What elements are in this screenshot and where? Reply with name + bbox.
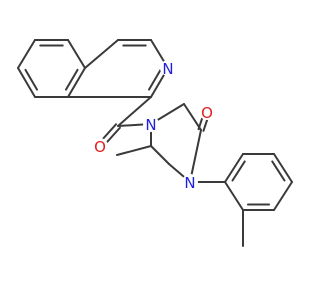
- double-bond-outer: [224, 153, 244, 183]
- single-bond: [183, 103, 202, 131]
- atom-label: N: [162, 60, 173, 78]
- double-bond-inner: [147, 68, 162, 91]
- atom-label: O: [201, 104, 213, 122]
- single-bond: [116, 145, 152, 156]
- atom-label-background: [143, 116, 159, 132]
- single-bond: [224, 181, 244, 211]
- single-bond: [150, 145, 170, 165]
- carbonyl-oxygen-amide-atom: O: [92, 138, 108, 156]
- double-bond-inner: [231, 160, 246, 182]
- double-bond-outer: [17, 67, 36, 98]
- atom-label-background: [160, 60, 176, 76]
- atom-label-background: [199, 104, 215, 120]
- atom-label: N: [184, 174, 195, 192]
- double-bond-outer: [67, 67, 86, 98]
- single-bond: [189, 129, 202, 183]
- piperazine-nitrogen-1-atom: N: [182, 174, 198, 192]
- double-bond-inner: [24, 68, 39, 91]
- single-bond: [84, 39, 119, 69]
- structure-diagram: N O N O N: [17, 39, 293, 247]
- isoquinoline-nitrogen-atom: N: [160, 60, 176, 78]
- ketone-oxygen-atom: O: [199, 104, 215, 122]
- double-bond-inner: [64, 68, 79, 91]
- single-bond: [273, 181, 293, 211]
- double-bond-outer: [273, 153, 293, 183]
- piperazine-nitrogen-4-atom: N: [143, 116, 159, 134]
- single-bond: [67, 39, 86, 69]
- single-bond: [117, 96, 152, 127]
- atom-label: N: [145, 116, 156, 134]
- single-bond: [17, 39, 36, 69]
- molecule-drawing: N O N O N: [17, 39, 293, 247]
- atom-label: O: [94, 138, 106, 156]
- atom-label-background: [92, 138, 108, 154]
- double-bond-inner: [271, 160, 286, 182]
- atom-label-background: [182, 174, 198, 190]
